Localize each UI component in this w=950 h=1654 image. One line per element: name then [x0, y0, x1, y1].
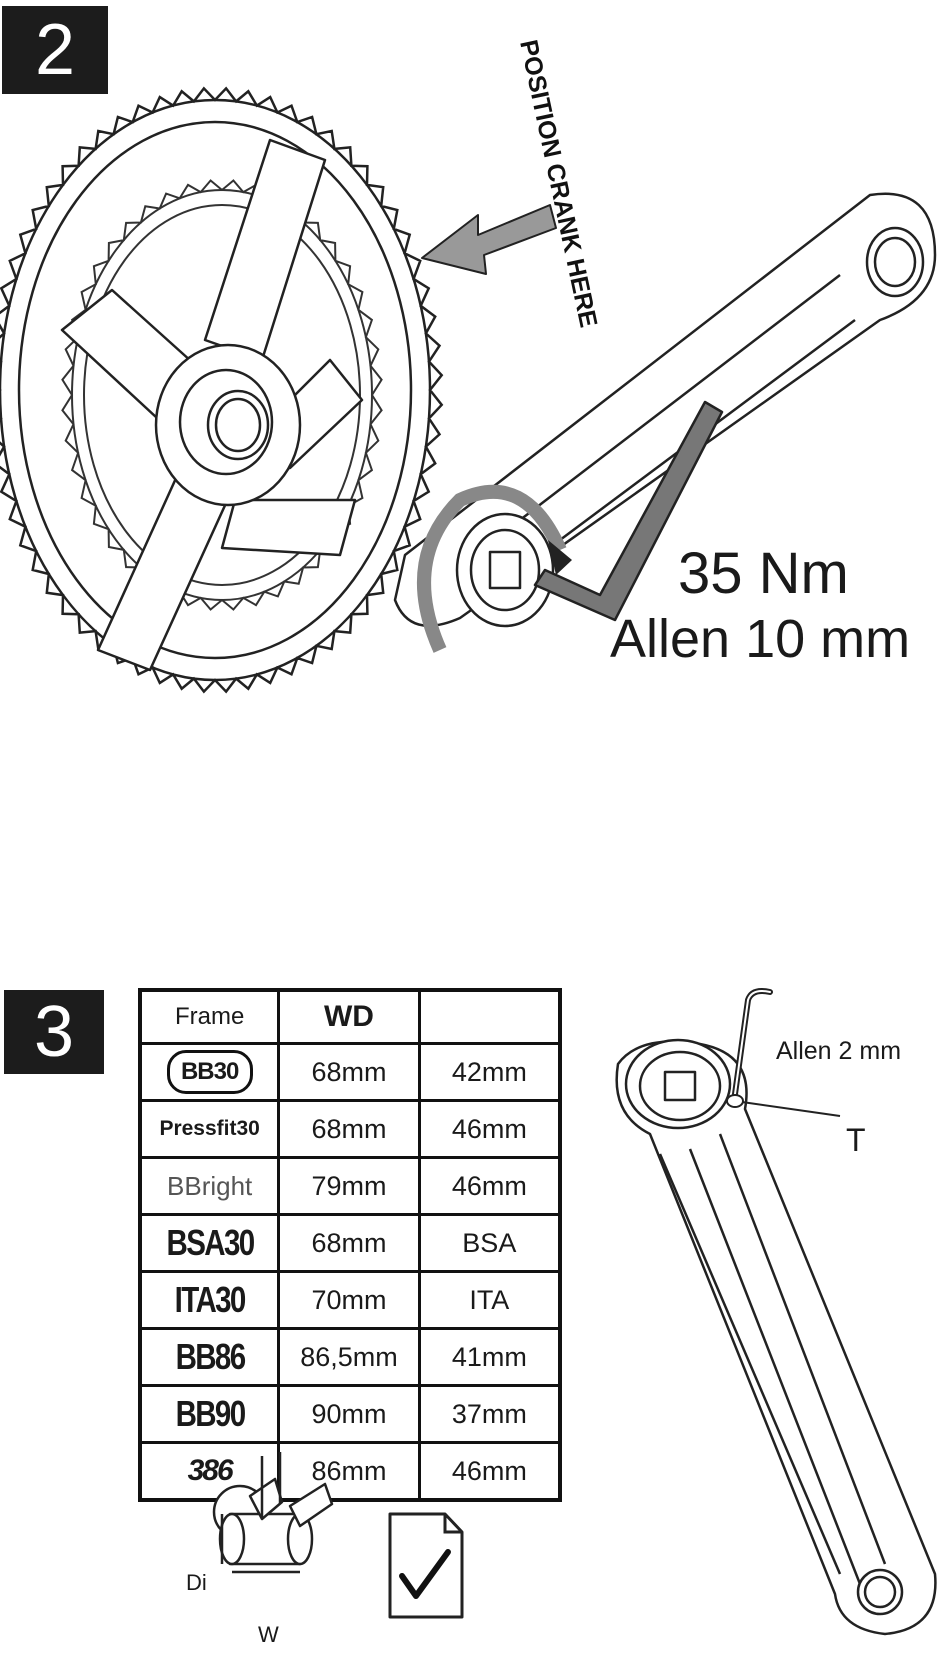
checklist-icon: [388, 1512, 464, 1619]
diameter-cell: 41mm: [417, 1327, 562, 1387]
step-3-illustration: [212, 988, 937, 1636]
width-cell: 86,5mm: [277, 1327, 421, 1387]
table-row: BB90 90mm 37mm: [138, 1384, 562, 1444]
diameter-cell: BSA: [417, 1213, 562, 1273]
allen-2-label: Allen 2 mm: [776, 1037, 902, 1065]
frame-dimension-icon: [212, 1452, 334, 1574]
position-callout: POSITION CRANK HERE: [514, 37, 602, 330]
allen-key-2: [726, 988, 773, 1108]
diameter-cell: 42mm: [417, 1042, 562, 1102]
left-crank-arm: [615, 1038, 937, 1636]
allen-10-label: Allen 10 mm: [610, 609, 911, 669]
width-cell: 90mm: [277, 1384, 421, 1444]
width-cell: 86mm: [277, 1441, 421, 1502]
table-row: Pressfit30 68mm 46mm: [138, 1099, 562, 1159]
allen-key-10: [533, 400, 724, 622]
width-cell: 68mm: [277, 1099, 421, 1159]
table-header-row: Frame WD: [138, 988, 562, 1045]
step-2-illustration: POSITION CRANK HERE: [0, 37, 937, 694]
position-arrow: [421, 204, 557, 275]
torque-label: 35 Nm: [678, 541, 849, 606]
width-cell: 68mm: [277, 1042, 421, 1102]
table-row: BSA30 68mm BSA: [138, 1213, 562, 1273]
step-3-badge: 3: [4, 990, 104, 1074]
frame-logo-bb90: BB90: [138, 1384, 281, 1444]
header-frame: Frame: [138, 988, 281, 1045]
diameter-cell: 46mm: [417, 1441, 562, 1502]
frame-logo-bb30: BB30: [138, 1042, 281, 1102]
width-cell: 79mm: [277, 1156, 421, 1216]
dimension-w-label: W: [258, 1622, 279, 1647]
frame-logo-ita30: ITA30: [138, 1270, 281, 1330]
table-row: BBright 79mm 46mm: [138, 1156, 562, 1216]
screw-t-label: T: [846, 1122, 866, 1158]
header-blank: [417, 988, 562, 1045]
screw-leader-line: [741, 1101, 841, 1117]
crank-arm: [393, 192, 937, 628]
step-2-badge: 2: [2, 6, 108, 94]
frame-logo-bbright: BBright: [138, 1156, 281, 1216]
width-cell: 68mm: [277, 1213, 421, 1273]
frame-logo-bsa30: BSA30: [138, 1213, 281, 1273]
table-row: BB86 86,5mm 41mm: [138, 1327, 562, 1387]
spindle-lockring: [154, 343, 302, 507]
frame-logo-bb86: BB86: [138, 1327, 281, 1387]
diameter-cell: 46mm: [417, 1099, 562, 1159]
frame-logo-pressfit30: Pressfit30: [138, 1099, 281, 1159]
width-cell: 70mm: [277, 1270, 421, 1330]
diameter-cell: 46mm: [417, 1156, 562, 1216]
header-wd: WD: [277, 988, 421, 1045]
rotation-arrow: [417, 484, 572, 653]
table-row: ITA30 70mm ITA: [138, 1270, 562, 1330]
diameter-cell: ITA: [417, 1270, 562, 1330]
table-row: BB30 68mm 42mm: [138, 1042, 562, 1102]
diameter-cell: 37mm: [417, 1384, 562, 1444]
dimension-di-label: Di: [186, 1570, 207, 1595]
chainring-outer: [0, 86, 444, 694]
